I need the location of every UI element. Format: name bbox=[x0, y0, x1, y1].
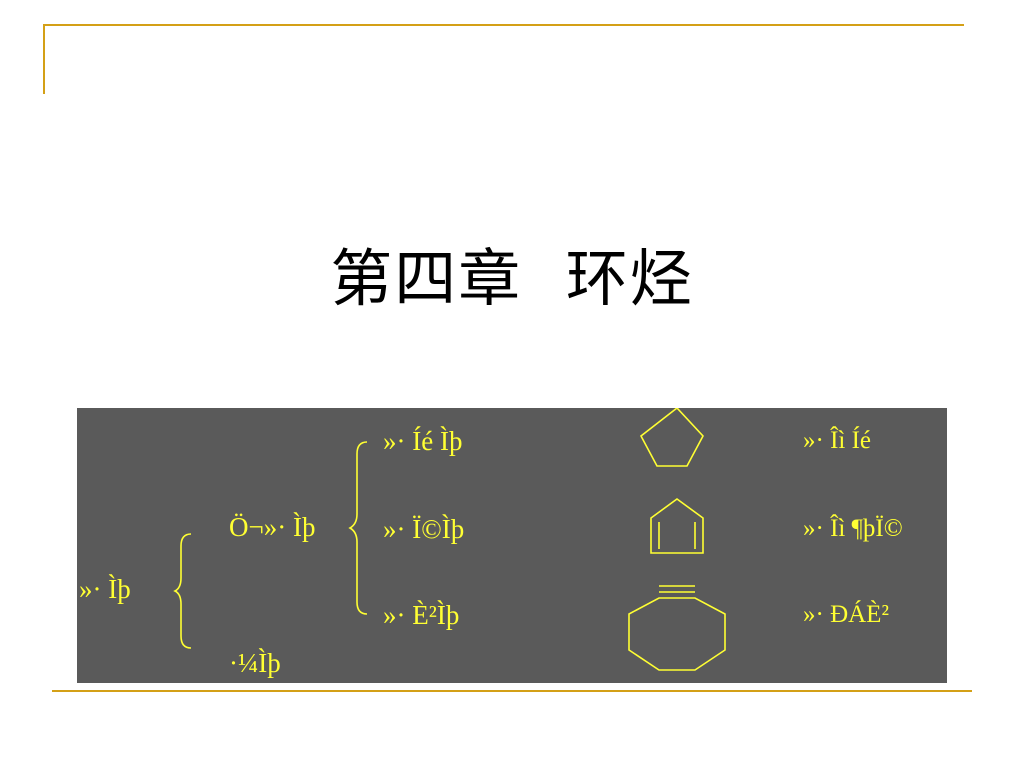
slide-title: 第四章 环烃 bbox=[330, 242, 694, 315]
cyclooctyne-icon bbox=[628, 585, 726, 671]
classification-diagram bbox=[173, 408, 726, 671]
root-brace bbox=[173, 533, 192, 649]
classification-panel: »· Ìþ Ö¬»· Ìþ ·¼Ìþ »· Íé Ìþ »· Ï©Ìþ »· È… bbox=[77, 408, 947, 683]
item-right-label: »· ÐÁÈ² bbox=[803, 601, 889, 628]
top-accent-rule bbox=[43, 24, 964, 26]
upper-brace bbox=[348, 441, 368, 615]
cyclopentadiene-icon bbox=[650, 498, 704, 554]
left-accent-rule bbox=[43, 24, 45, 94]
item-left-label: »· È²Ìþ bbox=[383, 600, 460, 630]
item-left-label: »· Íé Ìþ bbox=[383, 426, 463, 456]
item-left-label: »· Ï©Ìþ bbox=[383, 514, 465, 544]
cyclopentane-icon bbox=[639, 408, 704, 467]
branch-lower-label: ·¼Ìþ bbox=[229, 648, 281, 678]
bottom-accent-rule bbox=[52, 690, 972, 692]
branch-upper-label: Ö¬»· Ìþ bbox=[229, 512, 316, 542]
item-right-label: »· Îì ¶þÏ© bbox=[803, 515, 903, 542]
item-right-label: »· Îì Íé bbox=[803, 427, 872, 454]
root-label: »· Ìþ bbox=[79, 574, 131, 604]
